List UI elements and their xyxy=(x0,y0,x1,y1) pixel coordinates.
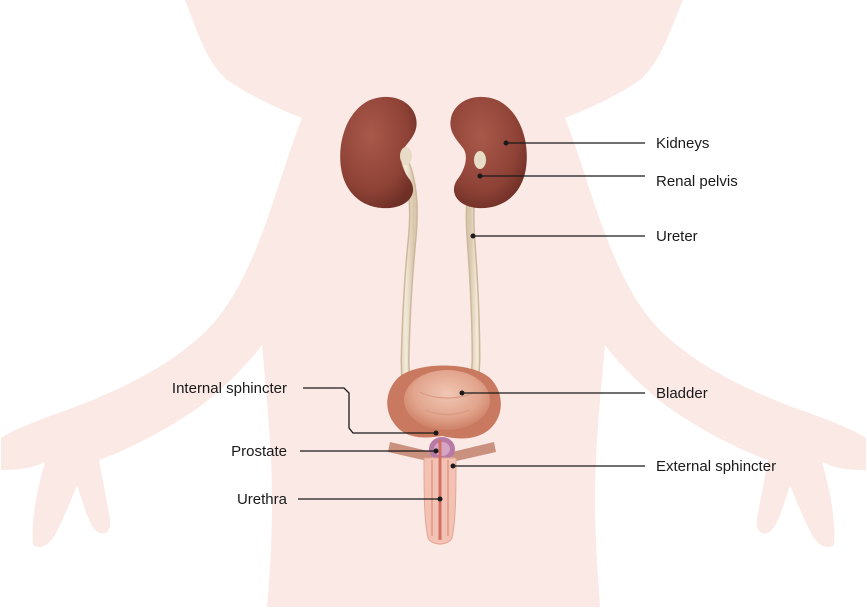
prostate xyxy=(429,437,455,461)
right-renal-pelvis xyxy=(474,151,486,169)
left-renal-pelvis xyxy=(400,147,412,165)
label-internal-sphincter: Internal sphincter xyxy=(172,380,287,397)
label-ureter: Ureter xyxy=(656,228,698,245)
label-renal-pelvis: Renal pelvis xyxy=(656,173,738,190)
bladder xyxy=(387,365,501,438)
label-prostate: Prostate xyxy=(231,443,287,460)
label-external-sphincter: External sphincter xyxy=(656,458,776,475)
bladder-interior xyxy=(404,370,490,430)
label-kidneys: Kidneys xyxy=(656,135,709,152)
label-urethra: Urethra xyxy=(237,491,288,508)
label-bladder: Bladder xyxy=(656,385,708,402)
